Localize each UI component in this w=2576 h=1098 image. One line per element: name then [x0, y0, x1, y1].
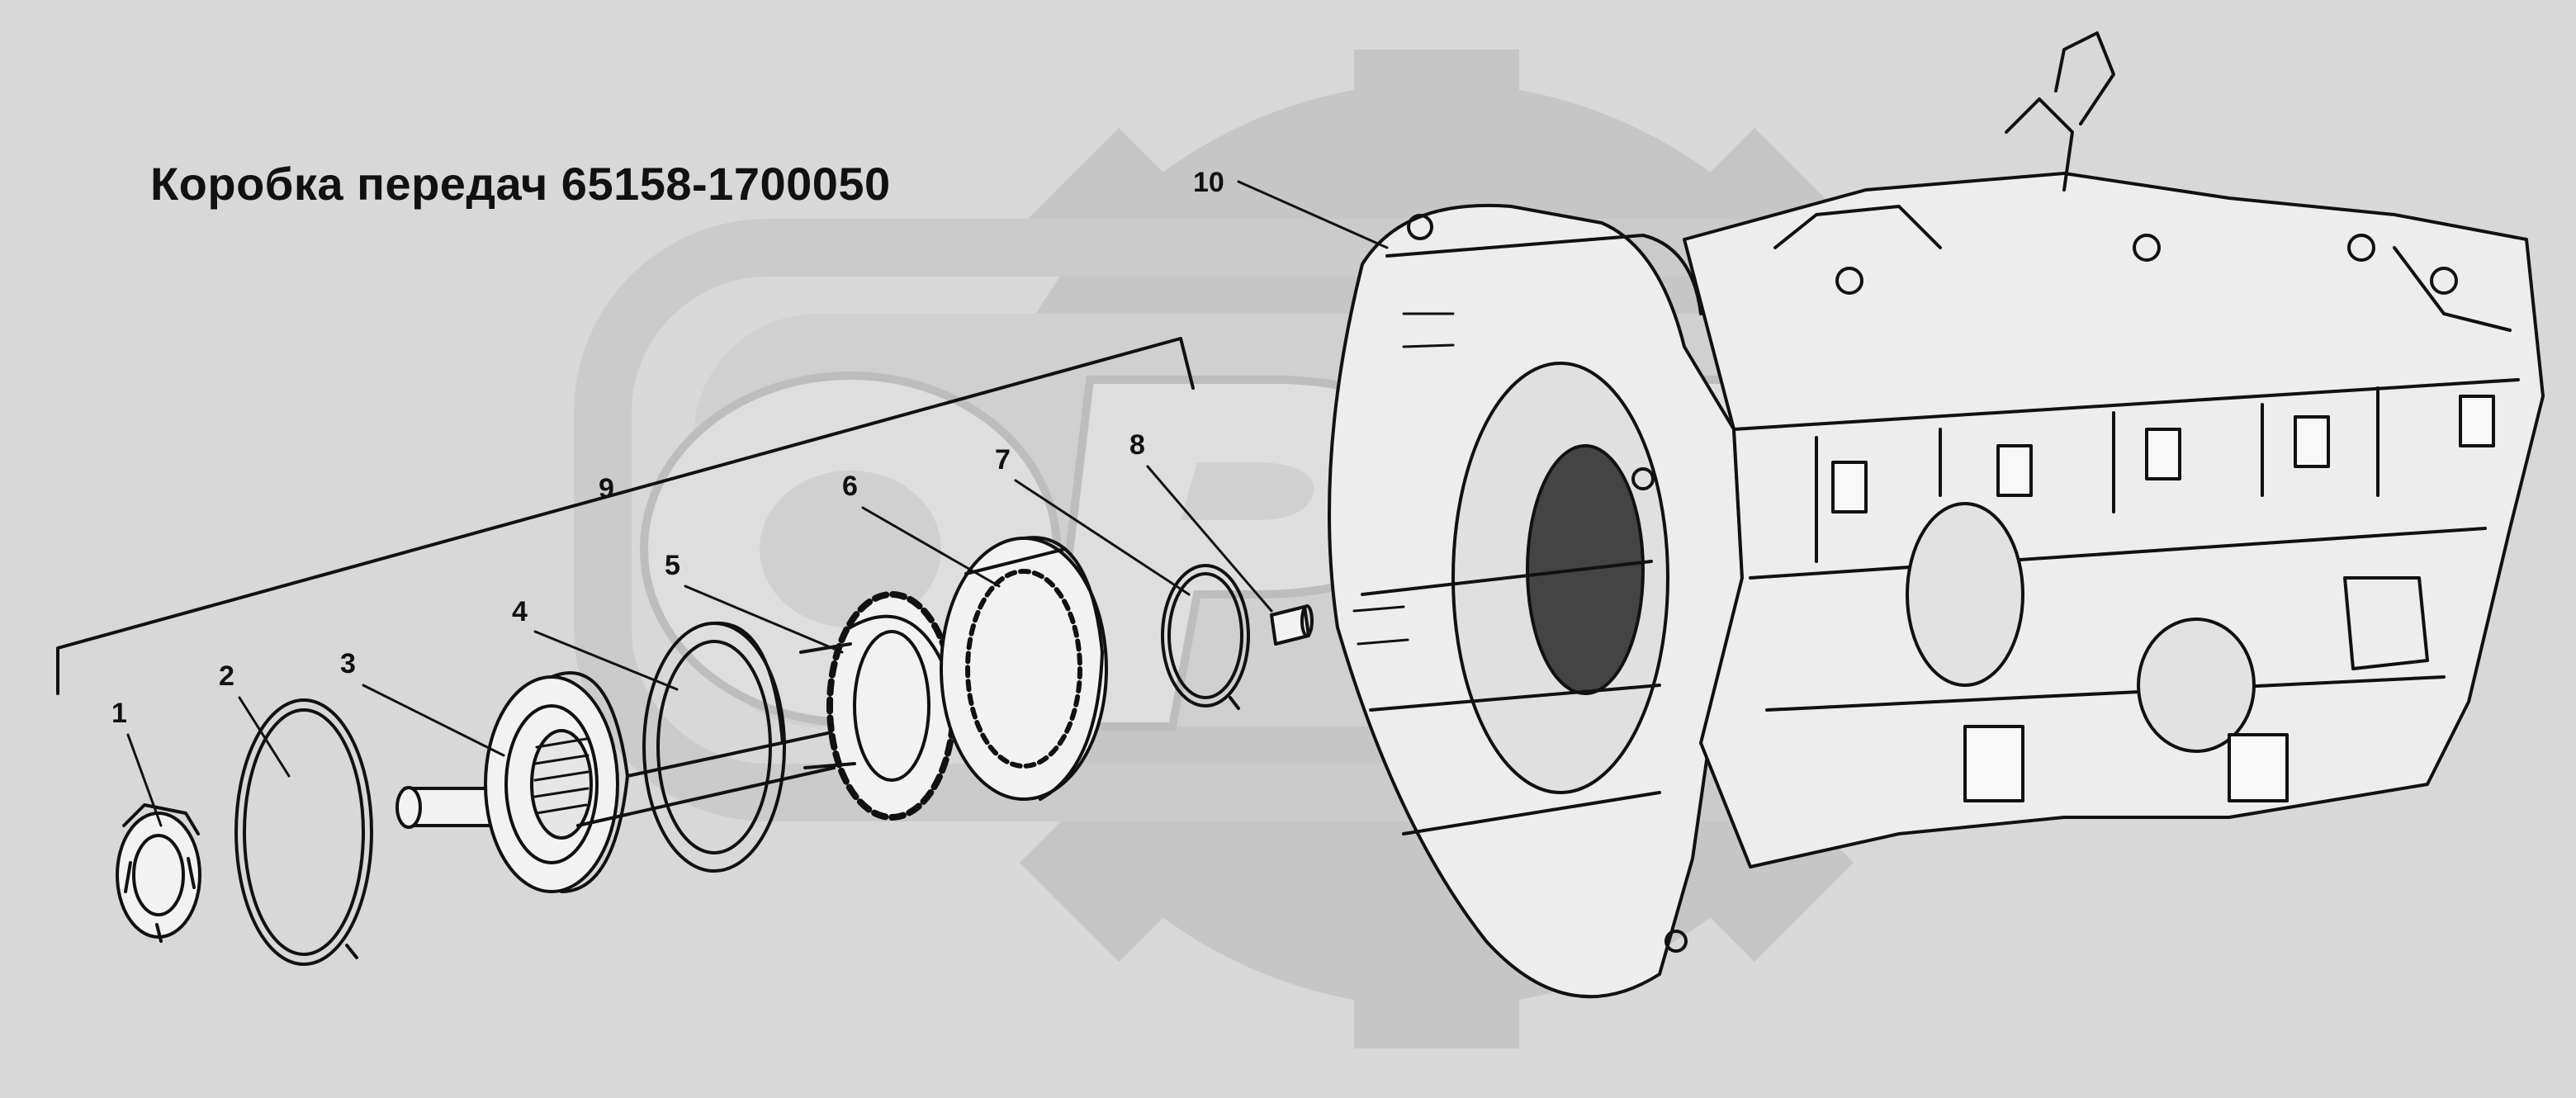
part-1-nut: [116, 803, 201, 943]
gearbox-body: [1683, 31, 2545, 868]
part-10-clutch-housing: [1328, 203, 1744, 999]
part-2-snap-ring: [234, 698, 373, 966]
diagram-title: Коробка передач 65158-1700050: [150, 158, 891, 210]
leader-lines: [126, 180, 1389, 827]
bracket-9: [56, 337, 1195, 695]
callout-1: 1: [111, 698, 127, 729]
callout-6: 6: [842, 471, 858, 502]
callout-5: 5: [665, 550, 680, 581]
callout-4: 4: [512, 596, 528, 627]
callout-10: 10: [1193, 167, 1224, 198]
part-7-snap-ring: [1161, 564, 1250, 710]
callout-9: 9: [599, 473, 614, 504]
part-6-ring-gear: [940, 536, 1108, 801]
part-5-gear: [799, 591, 957, 821]
callout-2: 2: [219, 660, 234, 692]
part-4-ring: [642, 621, 786, 873]
part-8-pin: [1270, 604, 1314, 646]
callout-3: 3: [340, 648, 356, 679]
part-3-bearing: [395, 671, 860, 893]
callout-7: 7: [995, 444, 1011, 476]
callout-8: 8: [1129, 429, 1145, 461]
